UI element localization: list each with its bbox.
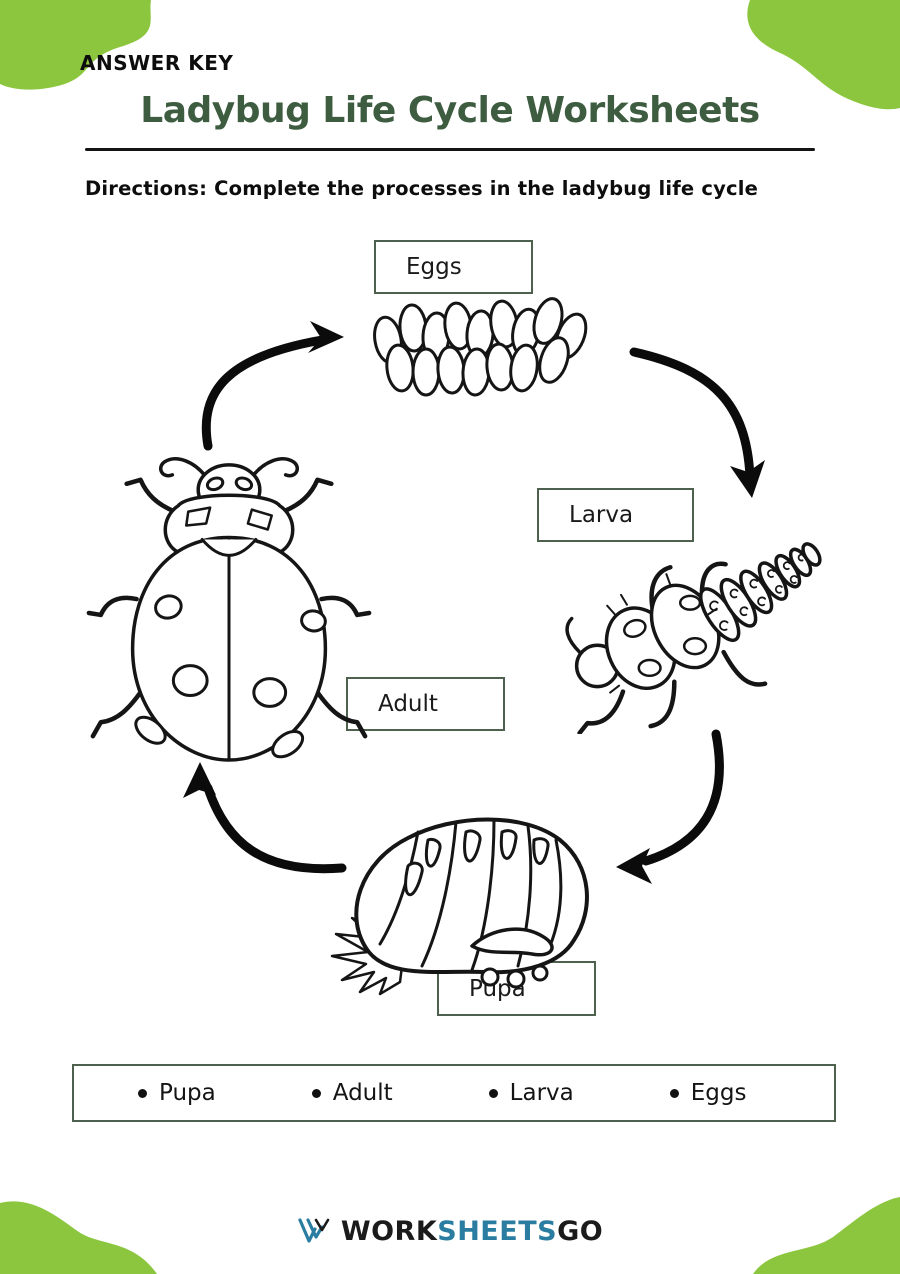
blob-top-left (0, 0, 151, 90)
word-bank-word: Pupa (159, 1080, 216, 1106)
arrow-larva-to-pupa (641, 729, 724, 866)
bullet-icon (138, 1088, 147, 1098)
word-bank-item: Pupa (138, 1080, 216, 1106)
word-bank-word: Adult (332, 1080, 393, 1106)
eggs-label: Eggs (406, 254, 462, 280)
arrow-adult-to-eggs (201, 335, 327, 451)
pupa-illustration (322, 796, 604, 998)
logo-part-sheets: SHEETS (437, 1215, 558, 1247)
logo-part-work: WORK (340, 1215, 438, 1247)
bullet-icon (669, 1088, 679, 1098)
worksheetsgo-wordmark: WORKSHEETSGO (341, 1216, 603, 1247)
logo-part-go: GO (557, 1215, 604, 1247)
arrowhead-eggs-to-larva (730, 460, 765, 498)
bullet-icon (311, 1088, 321, 1098)
answer-key-label: ANSWER KEY (80, 51, 234, 75)
page-title: Ladybug Life Cycle Worksheets (140, 90, 760, 131)
worksheetsgo-w-icon (298, 1218, 330, 1243)
eggs-label-box: Eggs (374, 240, 533, 294)
word-bank-word: Eggs (690, 1080, 747, 1106)
bullet-icon (488, 1088, 498, 1098)
word-bank-item: Eggs (669, 1080, 747, 1106)
arrow-eggs-to-larva (629, 347, 755, 481)
larva-label: Larva (569, 502, 634, 528)
word-bank-item: Larva (488, 1080, 574, 1106)
adult-ladybug-illustration (83, 450, 375, 768)
word-bank-item: Adult (311, 1080, 393, 1106)
arrowhead-adult-to-eggs (308, 321, 344, 353)
arrowhead-larva-to-pupa (616, 848, 652, 884)
worksheetsgo-logo: WORKSHEETSGO (0, 1206, 900, 1256)
adult-label-box: Adult (346, 677, 505, 731)
word-bank-word: Larva (509, 1080, 574, 1106)
adult-label: Adult (378, 691, 438, 717)
eggs-illustration (358, 288, 598, 404)
directions-text: Directions: Complete the processes in th… (85, 177, 759, 200)
word-bank-box: Pupa Adult Larva Eggs (72, 1064, 836, 1122)
larva-illustration (552, 512, 842, 734)
title-divider-line (85, 148, 815, 151)
larva-label-box: Larva (537, 488, 694, 542)
